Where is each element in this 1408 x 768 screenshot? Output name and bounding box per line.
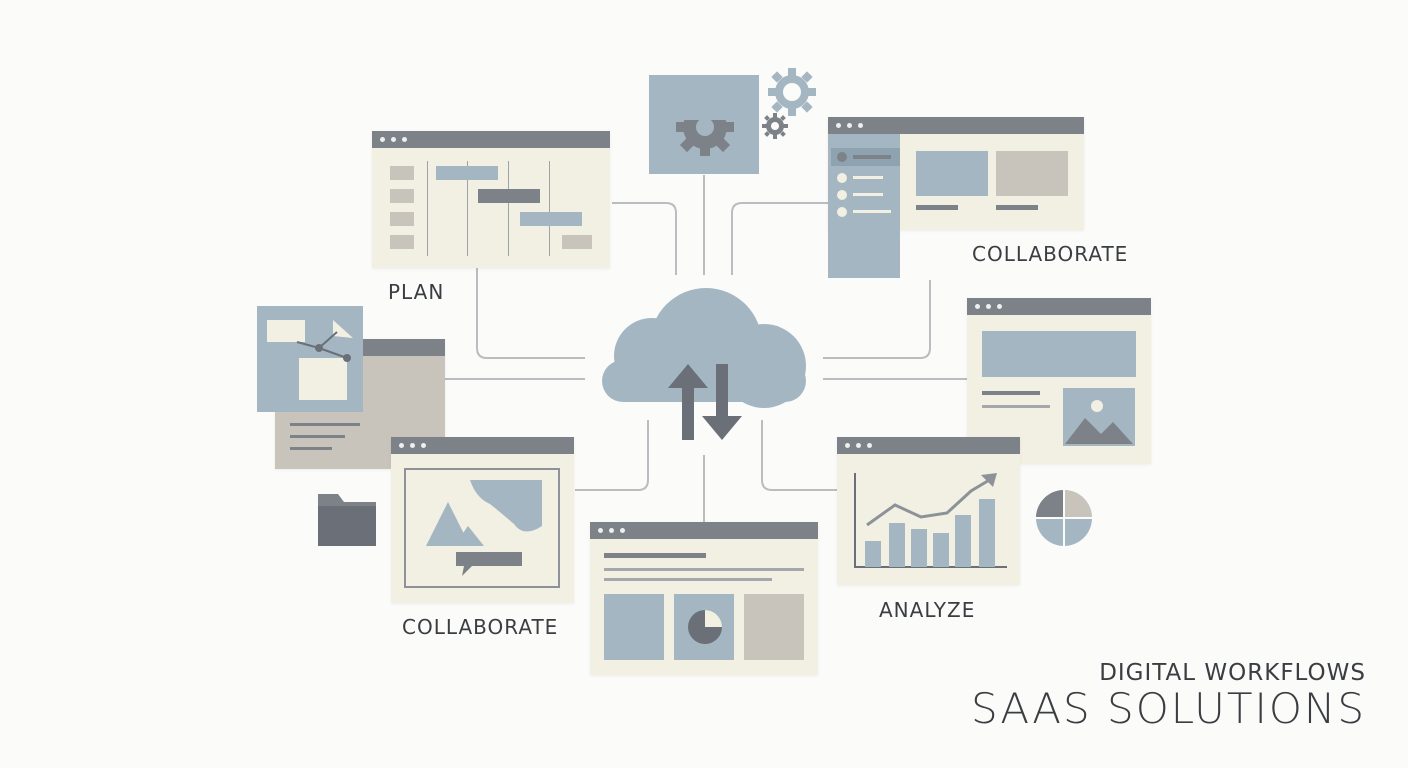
gantt-gridline — [427, 161, 428, 256]
folder-icon — [318, 494, 376, 546]
bar-chart-icon — [854, 473, 1007, 568]
gantt-row-label — [390, 166, 414, 180]
text-line — [290, 435, 345, 438]
window-title-bar — [828, 117, 1084, 134]
content-card — [916, 151, 988, 196]
sidebar-line — [853, 176, 883, 179]
sidebar-bullet — [837, 152, 847, 162]
collaborate-label-bottom: COLLABORATE — [402, 615, 559, 639]
window-dot — [620, 528, 625, 533]
gantt-row-label — [390, 189, 414, 203]
branding-title: SAAS SOLUTIONS — [970, 684, 1366, 733]
content-card — [996, 151, 1068, 196]
collaborate-window-bottom — [391, 437, 574, 603]
window-dot — [598, 528, 603, 533]
window-dot — [845, 443, 850, 448]
text-line — [604, 553, 706, 558]
window-dot — [399, 443, 404, 448]
sidebar-line — [853, 210, 891, 213]
window-dot — [402, 137, 407, 142]
sidebar-line — [853, 155, 891, 159]
collaborate-label-top: COLLABORATE — [972, 242, 1129, 266]
plan-window — [372, 131, 610, 268]
pie-chart-icon — [688, 610, 722, 644]
window-title-bar — [837, 437, 1020, 454]
pie-chart-icon — [1036, 490, 1092, 546]
window-title-bar — [391, 437, 574, 454]
window-dot — [867, 443, 872, 448]
text-line — [982, 405, 1050, 408]
sidebar-bullet — [837, 190, 847, 200]
image-icon — [1063, 388, 1135, 446]
window-dot — [858, 123, 863, 128]
branding-subtitle: DIGITAL WORKFLOWS — [1099, 660, 1366, 686]
window-dot — [421, 443, 426, 448]
dashboard-window — [590, 522, 818, 675]
flowchart-icon — [267, 320, 353, 400]
window-dot — [856, 443, 861, 448]
gantt-row-label — [390, 235, 414, 249]
text-line — [604, 568, 804, 571]
analyze-label: ANALYZE — [879, 598, 976, 622]
text-line — [290, 423, 360, 426]
gantt-task-bar — [562, 235, 592, 249]
gantt-gridline — [467, 161, 468, 256]
window-dot — [986, 304, 991, 309]
window-dot — [609, 528, 614, 533]
gantt-task-bar — [478, 189, 540, 203]
window-title-bar — [967, 298, 1151, 315]
content-card — [744, 594, 804, 660]
gear-icon-tiny — [762, 113, 788, 139]
sidebar-bullet — [837, 173, 847, 183]
gantt-gridline — [508, 161, 509, 256]
window-dot — [836, 123, 841, 128]
window-title-bar — [372, 131, 610, 148]
banner-block — [982, 331, 1136, 377]
window-title-bar — [590, 522, 818, 539]
text-line — [290, 447, 332, 450]
window-dot — [380, 137, 385, 142]
text-line — [916, 205, 958, 210]
image-icon — [404, 468, 560, 588]
gantt-task-bar — [520, 212, 582, 226]
cloud-sync-icon — [602, 288, 806, 440]
gear-icon-small — [768, 68, 816, 116]
window-dot — [847, 123, 852, 128]
gear-icon — [670, 90, 740, 156]
content-card — [604, 594, 664, 660]
sidebar-line — [853, 193, 883, 196]
window-dot — [975, 304, 980, 309]
media-window — [967, 298, 1151, 464]
window-dot — [997, 304, 1002, 309]
text-line — [996, 205, 1038, 210]
gantt-row-label — [390, 212, 414, 226]
window-dot — [410, 443, 415, 448]
plan-label: PLAN — [388, 280, 445, 304]
window-dot — [391, 137, 396, 142]
sidebar-bullet — [837, 207, 847, 217]
analyze-window — [837, 437, 1020, 585]
text-line — [982, 391, 1040, 395]
gantt-task-bar — [436, 166, 498, 180]
gantt-gridline — [549, 161, 550, 256]
text-line — [604, 578, 772, 581]
